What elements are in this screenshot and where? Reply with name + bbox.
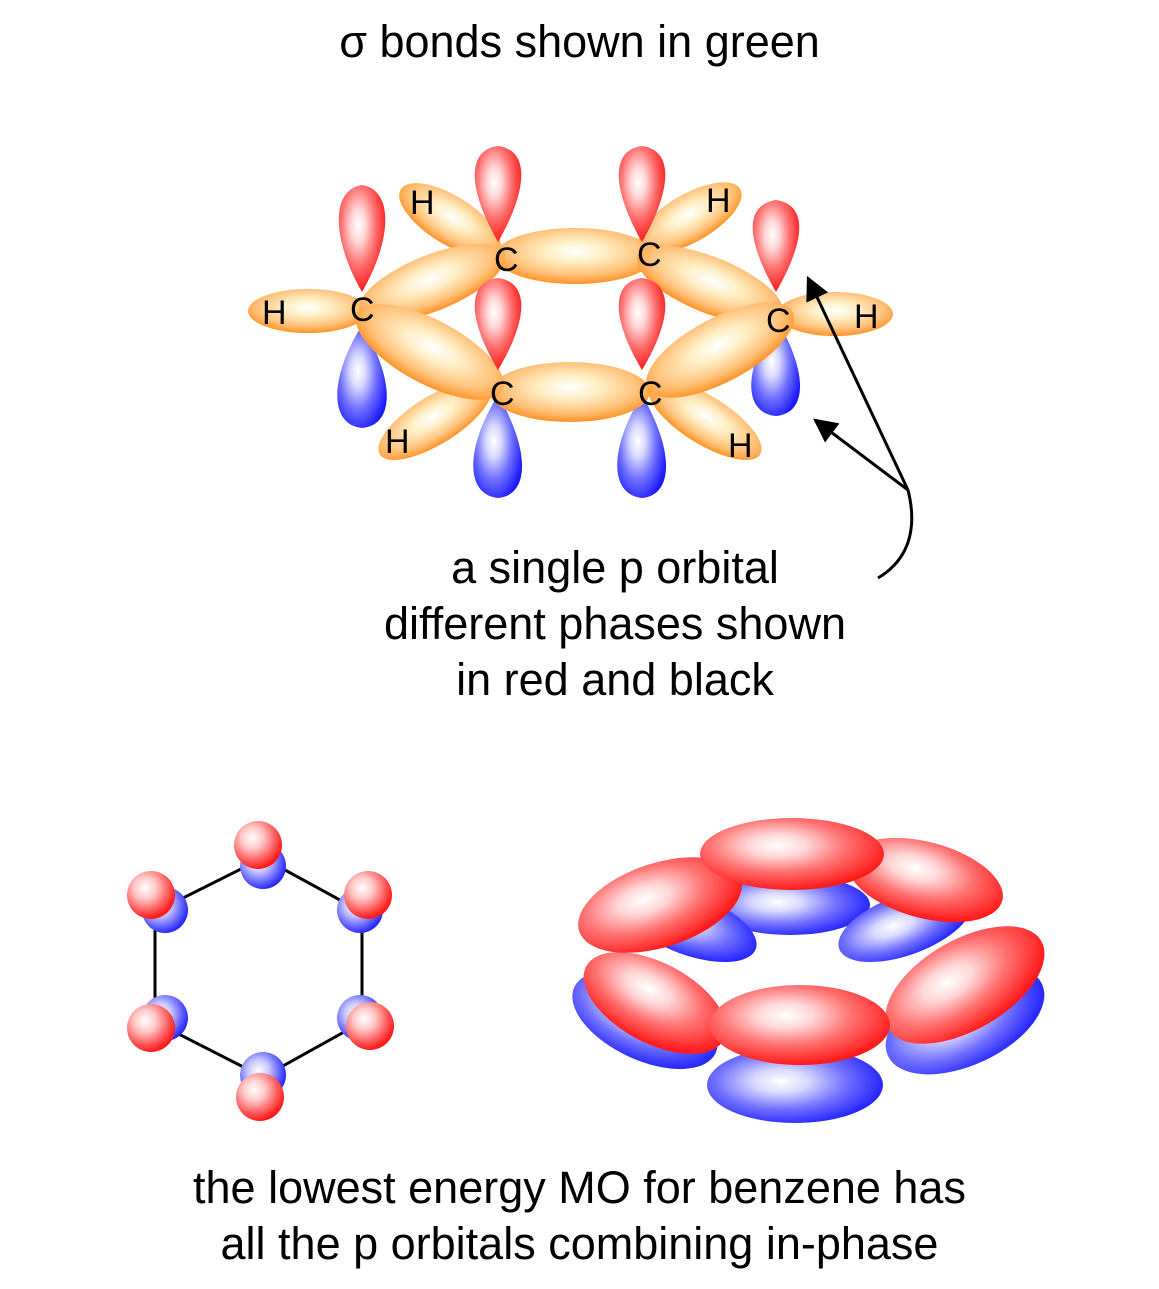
p-lobe-upper-c3 <box>618 278 666 370</box>
p-lobe-upper-c5 <box>474 146 522 242</box>
p-upper-lobe-upper-right <box>344 871 392 919</box>
hexagon-p-orbitals <box>127 821 394 1121</box>
p-lobe-lower-c2 <box>473 395 522 498</box>
carbon-label: C <box>350 291 375 329</box>
p-orbital-upper-lobes <box>338 146 800 370</box>
footer-line: all the p orbitals combining in-phase <box>220 1218 939 1269</box>
sigma-ch-left <box>248 289 368 333</box>
p-lobe-upper-c6 <box>618 146 666 242</box>
p-lobe-upper-c4 <box>752 200 800 292</box>
hydrogen-label: H <box>706 182 731 220</box>
carbon-label: C <box>766 302 791 340</box>
annotation-line: different phases shown <box>384 598 846 649</box>
diagram-title: σ bonds shown in green <box>339 16 820 67</box>
atom-labels: C C C C C C H H H H H H <box>262 182 879 465</box>
p-lobe-upper-c1 <box>338 185 386 292</box>
arrow-curve-tail <box>877 489 914 580</box>
sigma-cc-upper-right <box>636 245 784 325</box>
annotation-arrows <box>806 275 914 580</box>
mo-upper-ring <box>578 818 1045 1065</box>
hydrogen-label: H <box>410 184 435 222</box>
p-upper-lobe-lower-left <box>127 1004 175 1052</box>
sigma-cc-lower-right <box>646 302 794 398</box>
hexagon-ring <box>153 856 364 1079</box>
carbon-label: C <box>494 241 519 279</box>
sigma-ch-right <box>777 292 893 336</box>
mo-upper-lobe <box>710 985 890 1065</box>
lowest-energy-mo-donut <box>572 818 1045 1123</box>
p-upper-lobe-upper-left <box>127 871 175 919</box>
benzene-sigma-framework: C C C C C C H H H H H H <box>248 146 893 498</box>
sigma-ch-upper-right <box>638 182 742 254</box>
p-upper-lobe-bottom <box>236 1073 284 1121</box>
c-c-sigma-bonds <box>356 228 794 422</box>
sigma-ch-lower-left <box>378 379 492 461</box>
annotation-line: a single p orbital <box>451 542 779 593</box>
mo-upper-lobe <box>700 818 884 890</box>
sigma-cc-top <box>495 228 655 284</box>
carbon-label: C <box>638 375 663 413</box>
carbon-label: C <box>637 236 662 274</box>
p-lobe-lower-c3 <box>617 395 666 498</box>
p-lobe-upper-c2 <box>474 278 522 370</box>
carbon-label: C <box>490 375 515 413</box>
p-upper-lobe-lower-right <box>346 1002 394 1050</box>
mo-upper-lobe <box>583 952 727 1054</box>
sigma-cc-bottom <box>490 362 650 422</box>
arrow-to-lower-lobe <box>813 418 909 492</box>
mo-lower-lobe <box>707 1047 883 1123</box>
sigma-ch-lower-right <box>648 379 762 461</box>
hydrogen-label: H <box>262 294 287 332</box>
footer-line: the lowest energy MO for benzene has <box>193 1162 966 1213</box>
c-h-sigma-bonds <box>248 182 893 461</box>
hydrogen-label: H <box>854 298 879 336</box>
hydrogen-label: H <box>728 427 753 465</box>
sigma-ch-upper-left <box>399 183 501 257</box>
mo-upper-lobe <box>885 926 1045 1044</box>
mo-upper-lobe <box>578 857 742 953</box>
sigma-cc-upper-left <box>358 243 506 323</box>
sigma-cc-lower-left <box>356 304 504 400</box>
p-upper-lobe-top <box>234 821 282 869</box>
mo-upper-lobe <box>847 837 1003 923</box>
annotation-line: in red and black <box>456 654 774 705</box>
arrow-to-upper-lobe <box>806 275 910 491</box>
mo-lower-lobe <box>710 875 870 935</box>
hydrogen-label: H <box>385 423 410 461</box>
